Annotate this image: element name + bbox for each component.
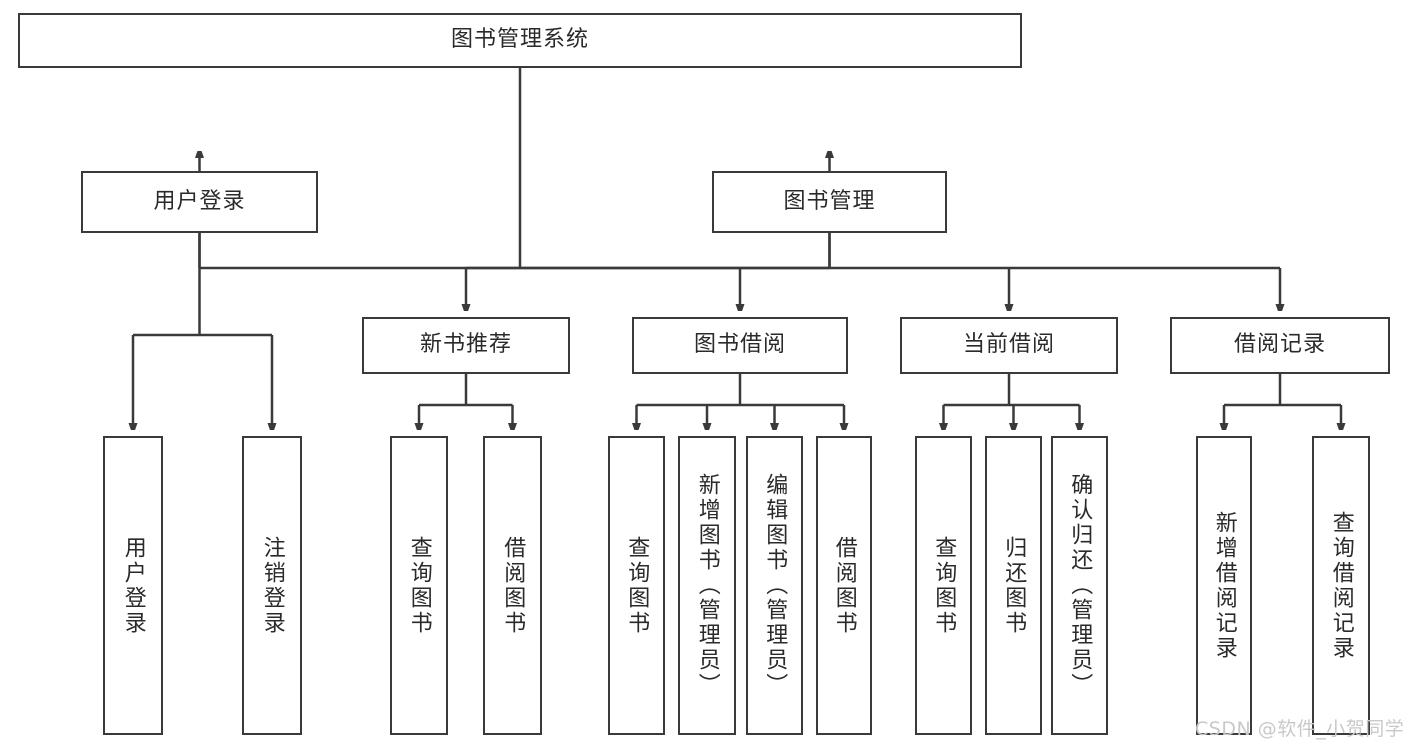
node-leaf-query-book-3[interactable]: 查询图书: [915, 436, 972, 735]
node-label: 借阅图书: [500, 535, 526, 636]
node-leaf-query-book-1[interactable]: 查询图书: [390, 436, 448, 735]
node-label: 图书管理: [783, 188, 876, 214]
node-leaf-confirm-return[interactable]: 确认归还（管理员）: [1051, 436, 1108, 735]
node-borrow-record[interactable]: 借阅记录: [1170, 317, 1390, 374]
node-leaf-borrow-book-1[interactable]: 借阅图书: [483, 436, 542, 735]
node-label: 查询借阅记录: [1328, 510, 1354, 661]
node-label: 查询图书: [624, 535, 650, 636]
node-label: 编辑图书（管理员）: [762, 473, 788, 698]
node-leaf-query-book-2[interactable]: 查询图书: [608, 436, 665, 735]
node-leaf-edit-book[interactable]: 编辑图书（管理员）: [746, 436, 803, 735]
node-leaf-borrow-book-2[interactable]: 借阅图书: [816, 436, 872, 735]
node-label: 确认归还（管理员）: [1067, 473, 1093, 698]
node-current-borrow[interactable]: 当前借阅: [900, 317, 1118, 374]
node-leaf-query-borrow-record[interactable]: 查询借阅记录: [1312, 436, 1370, 735]
node-label: 查询图书: [406, 535, 432, 636]
node-label: 用户登录: [153, 188, 246, 214]
node-label: 归还图书: [1001, 535, 1027, 636]
node-label: 借阅图书: [831, 535, 857, 636]
node-label: 图书管理系统: [450, 27, 589, 53]
node-leaf-user-logout[interactable]: 注销登录: [242, 436, 302, 735]
node-leaf-return-book[interactable]: 归还图书: [985, 436, 1042, 735]
node-leaf-user-login[interactable]: 用户登录: [103, 436, 163, 735]
node-label: 新增图书（管理员）: [694, 473, 720, 698]
node-leaf-add-book[interactable]: 新增图书（管理员）: [678, 436, 736, 735]
node-label: 查询图书: [931, 535, 957, 636]
node-book-manage[interactable]: 图书管理: [712, 171, 947, 233]
watermark: CSDN @软件_小贺同学: [1195, 718, 1405, 740]
node-user-login[interactable]: 用户登录: [81, 171, 318, 233]
node-label: 用户登录: [120, 535, 146, 636]
node-label: 当前借阅: [962, 332, 1055, 358]
node-root[interactable]: 图书管理系统: [18, 13, 1022, 68]
node-label: 新书推荐: [419, 332, 512, 358]
node-label: 借阅记录: [1233, 332, 1326, 358]
node-book-borrow[interactable]: 图书借阅: [632, 317, 848, 374]
node-leaf-add-borrow-record[interactable]: 新增借阅记录: [1196, 436, 1252, 735]
node-label: 图书借阅: [693, 332, 786, 358]
node-label: 注销登录: [259, 535, 285, 636]
node-new-book-recommend[interactable]: 新书推荐: [362, 317, 570, 374]
node-label: 新增借阅记录: [1211, 510, 1237, 661]
